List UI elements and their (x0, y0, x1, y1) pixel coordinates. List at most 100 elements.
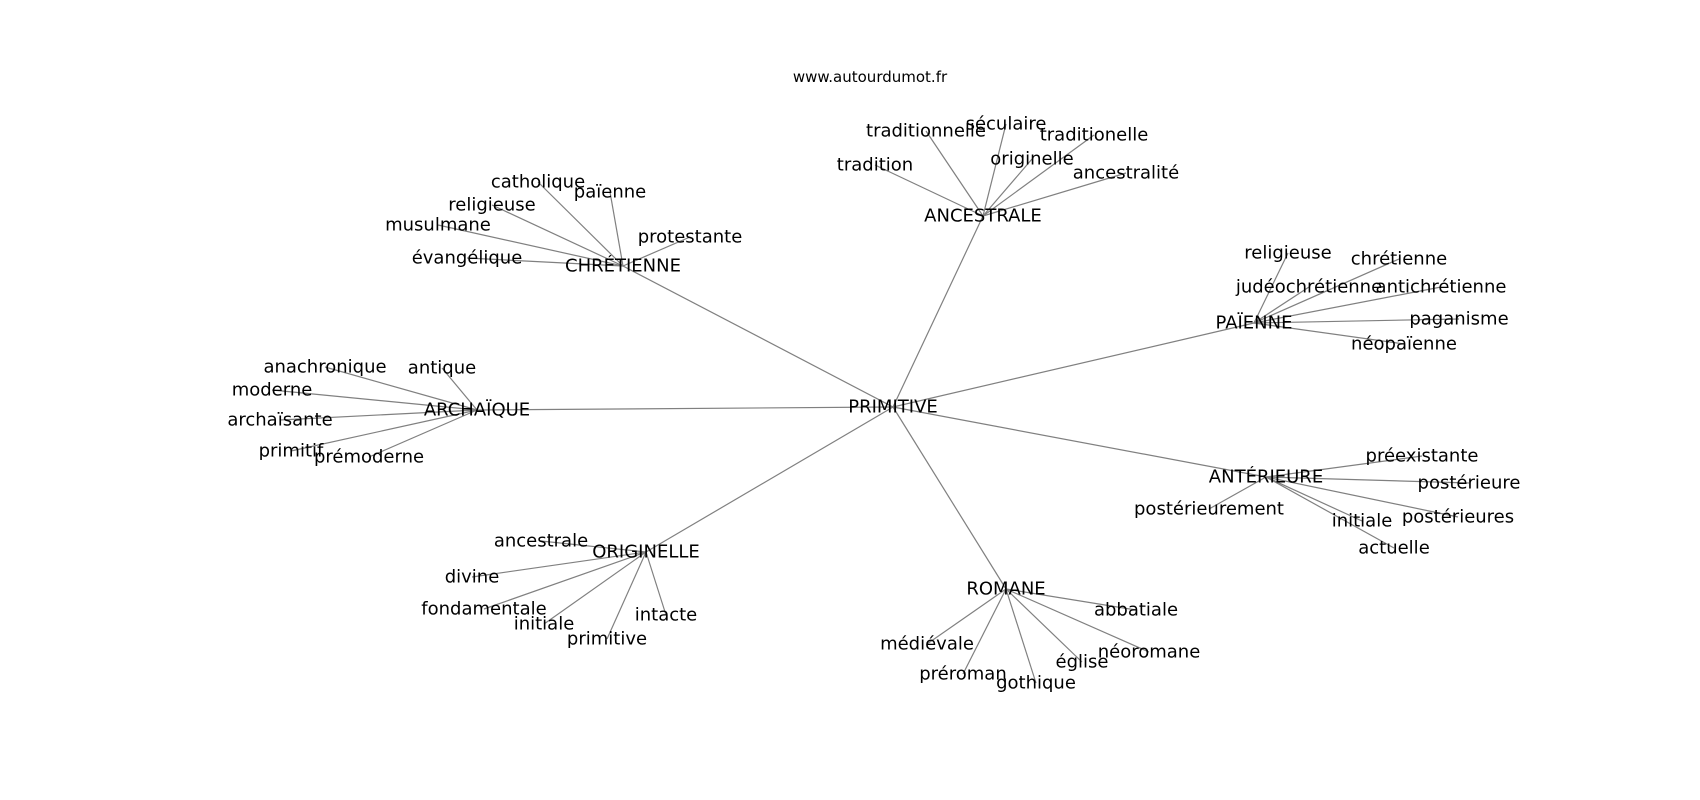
edge-hub-leaf (1005, 588, 1083, 663)
edge-center-hub (892, 406, 1007, 590)
leaf-node-label: primitive (567, 629, 647, 650)
edge-hub-leaf (471, 551, 647, 578)
leaf-node-label: traditionnelle (866, 121, 986, 142)
leaf-node-label: postérieures (1402, 507, 1514, 528)
leaf-node-label: divine (445, 567, 500, 588)
edge-hub-leaf (483, 551, 647, 610)
leaf-node-label: préroman (919, 664, 1007, 685)
leaf-node-label: moderne (232, 380, 313, 401)
leaf-node-label: religieuse (448, 195, 535, 216)
edge-hub-leaf (982, 172, 1127, 217)
edge-hub-leaf (1265, 476, 1470, 484)
leaf-node-label: chrétienne (1351, 249, 1447, 270)
leaf-node-label: séculaire (966, 114, 1047, 135)
edge-hub-leaf (1005, 588, 1137, 611)
edge-hub-leaf (290, 409, 478, 452)
edge-hub-leaf (1265, 476, 1459, 518)
leaf-node-label: paganisme (1409, 309, 1508, 330)
edge-center-hub (645, 406, 894, 553)
edge-hub-leaf (466, 257, 624, 267)
leaf-node-label: abbatiale (1094, 600, 1178, 621)
leaf-node-label: néoromane (1098, 642, 1201, 663)
leaf-node-label: primitif (259, 441, 324, 462)
edge-hub-leaf (1265, 476, 1395, 549)
leaf-node-label: païenne (574, 182, 646, 203)
edge-hub-leaf (1253, 252, 1289, 324)
edge-center-hub (892, 215, 984, 408)
edge-hub-leaf (491, 204, 624, 267)
leaf-node-label: intacte (635, 605, 698, 626)
edge-hub-leaf (537, 181, 624, 267)
leaf-node-label: catholique (491, 172, 585, 193)
edge-hub-leaf (1253, 286, 1310, 324)
edge-hub-leaf (279, 409, 478, 421)
leaf-node-label: initiale (1332, 511, 1393, 532)
edge-center-hub (622, 265, 894, 408)
leaf-node-label: prémoderne (314, 447, 424, 468)
edge-hub-leaf (1265, 455, 1423, 478)
leaf-node-label: église (1056, 652, 1109, 673)
edge-hub-leaf (925, 130, 984, 217)
leaf-node-label: archaïsante (227, 410, 332, 431)
hub-node-label: CHRÉTIENNE (565, 255, 681, 277)
leaf-node-label: préexistante (1366, 446, 1479, 467)
edge-hub-leaf (324, 366, 478, 411)
leaf-node-label: postérieurement (1134, 499, 1284, 520)
edge-hub-leaf (926, 588, 1007, 645)
edge-hub-leaf (437, 224, 624, 267)
source-credit: www.autourdumot.fr (793, 68, 948, 86)
leaf-node-label: gothique (996, 673, 1076, 694)
leaf-node-label: ancestrale (494, 531, 588, 552)
hub-node-label: ANCESTRALE (924, 206, 1042, 227)
edge-hub-leaf (1005, 588, 1037, 684)
leaf-node-label: musulmane (385, 215, 491, 236)
leaf-node-label: originelle (990, 149, 1073, 170)
center-node-label: PRIMITIVE (848, 397, 938, 418)
leaf-node-label: antichrétienne (1376, 277, 1507, 298)
leaf-node-label: traditionelle (1040, 125, 1149, 146)
edge-hub-leaf (271, 389, 478, 411)
edge-hub-leaf (962, 588, 1007, 675)
edge-hub-leaf (1005, 588, 1150, 653)
edge-hub-leaf (874, 164, 984, 217)
leaf-node-label: antique (408, 358, 476, 379)
edge-hub-leaf (368, 409, 478, 458)
edge-hub-leaf (1265, 476, 1363, 522)
edge-center-hub (476, 406, 894, 411)
leaf-node-label: néopaïenne (1351, 334, 1457, 355)
edge-hub-leaf (645, 551, 667, 616)
leaf-node-label: postérieure (1418, 473, 1521, 494)
leaf-node-label: évangélique (412, 248, 523, 269)
edge-hub-leaf (982, 123, 1007, 217)
edge-hub-leaf (441, 367, 478, 411)
edge-hub-leaf (606, 551, 647, 640)
edge-hub-leaf (1253, 322, 1405, 345)
leaf-node-label: fondamentale (421, 599, 546, 620)
hub-node-label: PAÏENNE (1215, 313, 1292, 334)
edge-hub-leaf (1208, 476, 1267, 510)
edge-hub-leaf (982, 134, 1095, 217)
hub-node-label: ANTÉRIEURE (1209, 466, 1323, 488)
leaf-node-label: médiévale (880, 634, 974, 655)
edge-hub-leaf (543, 551, 647, 625)
hub-node-label: ARCHAÏQUE (424, 400, 530, 421)
edge-hub-leaf (622, 236, 691, 267)
hub-node-label: ROMANE (966, 579, 1045, 600)
edge-hub-leaf (1253, 258, 1400, 324)
leaf-node-label: protestante (638, 227, 743, 248)
edge-hub-leaf (1253, 318, 1460, 324)
leaf-node-label: actuelle (1358, 538, 1430, 559)
leaf-node-label: judéochrétienne (1235, 277, 1382, 298)
leaf-node-label: initiale (514, 614, 575, 635)
edge-hub-leaf (1253, 286, 1442, 324)
leaf-node-label: religieuse (1244, 243, 1331, 264)
edge-hub-leaf (982, 158, 1033, 217)
edge-hub-leaf (540, 540, 647, 553)
leaf-node-label: ancestralité (1073, 163, 1179, 184)
edge-center-hub (892, 322, 1255, 408)
graph-edges (271, 123, 1470, 684)
edge-hub-leaf (609, 191, 624, 267)
leaf-node-label: anachronique (263, 357, 386, 378)
